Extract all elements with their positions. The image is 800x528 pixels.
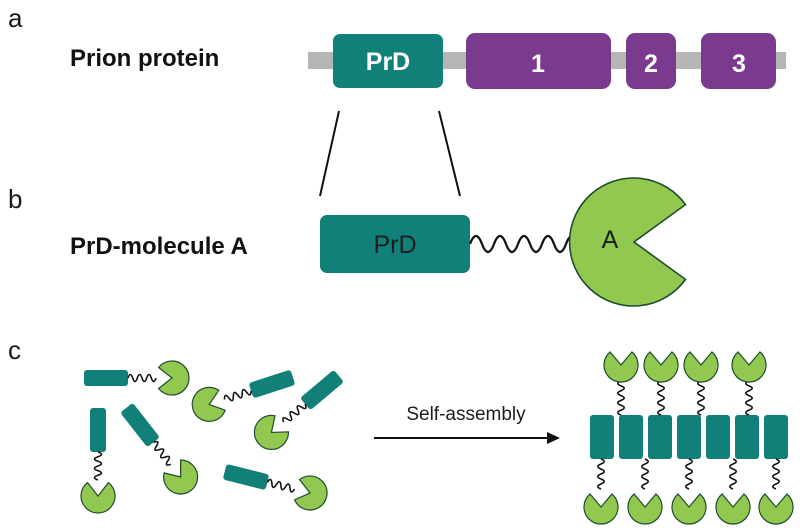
prd-block-small <box>249 370 295 398</box>
molecule-a-pacman-small <box>253 414 290 451</box>
fibril-spring-top <box>745 380 753 416</box>
fibril-prd-block <box>677 415 701 459</box>
domain-3 <box>701 33 776 89</box>
fibril-spring-bottom <box>597 458 605 490</box>
linker-spring-small <box>266 478 296 493</box>
unassembled-molecules <box>80 360 343 514</box>
domain-3-label: 3 <box>732 50 746 78</box>
domain-1 <box>466 33 611 89</box>
scattered-molecule-1 <box>84 360 190 396</box>
prd-block-small <box>121 403 159 447</box>
linker-spring-small <box>153 440 172 466</box>
fibril-pacman-bottom <box>583 493 619 525</box>
molecule-a-pacman-small <box>293 475 328 511</box>
fibril-pacman-bottom <box>758 493 794 525</box>
fibril-pacman-bottom <box>715 493 751 525</box>
molecule-a-pacman-small <box>191 386 226 422</box>
linker-spring-small <box>93 451 103 481</box>
prd-block-small <box>223 464 269 490</box>
self-assembly-label: Self-assembly <box>406 404 526 425</box>
molecule-a-pacman-small <box>163 459 199 495</box>
scattered-molecule-3 <box>121 403 199 495</box>
panel-c-letter: c <box>8 335 21 365</box>
fibril-top-molecule <box>683 351 719 416</box>
molecule-a-pacman-small <box>157 360 190 396</box>
fibril-pacman-top <box>683 351 719 383</box>
fibril-bottom-molecule <box>758 458 794 525</box>
molecule-a-pacman <box>568 177 687 307</box>
fibril-prd-block <box>590 415 614 459</box>
fibril-prd-block <box>706 415 730 459</box>
domain-2-label: 2 <box>644 50 658 78</box>
panel-a-letter: a <box>8 3 23 33</box>
scattered-molecule-2 <box>80 408 116 514</box>
fibril-prd-block <box>619 415 643 459</box>
zoom-line-right <box>438 110 461 197</box>
prd-molecule-a-label: PrD-molecule A <box>70 233 248 260</box>
panel-b-letter: b <box>8 184 22 214</box>
domain-2 <box>626 33 676 89</box>
linker-spring-small <box>127 373 157 383</box>
fibril-bottom-molecule <box>671 458 707 525</box>
fibril-pacman-top <box>731 351 767 383</box>
fibril-spring-bottom <box>641 458 649 490</box>
fibril-pacman-bottom <box>627 493 663 525</box>
prd-block-small <box>84 370 128 386</box>
fibril-prd-block <box>735 415 759 459</box>
fibril-pacman-bottom <box>671 493 707 525</box>
scattered-molecule-6 <box>223 464 328 511</box>
prd-domain <box>333 34 443 88</box>
zoom-line-left <box>319 110 340 197</box>
fibril-top-molecule <box>643 351 679 416</box>
assembly-arrowhead <box>547 432 560 444</box>
domain-1-label: 1 <box>531 50 545 78</box>
fibril-spring-top <box>657 380 665 416</box>
linker-spring-small <box>282 403 307 423</box>
fibril-pacman-top <box>643 351 679 383</box>
fibril-spring-bottom <box>772 458 780 490</box>
prd-block-small <box>90 408 106 452</box>
prd-block-small <box>301 370 343 410</box>
fibril-top-molecule <box>603 351 639 416</box>
fibril-spring-top <box>697 380 705 416</box>
fibril-spring-bottom <box>685 458 693 490</box>
scattered-molecule-5 <box>253 370 343 451</box>
prd-block-label: PrD <box>373 231 416 259</box>
molecule-a-label: A <box>602 226 619 254</box>
fibril-bottom-molecule <box>715 458 751 525</box>
scattered-molecule-4 <box>191 370 295 422</box>
prd-domain-label: PrD <box>366 48 410 76</box>
fibril-bottom-molecule <box>583 458 619 525</box>
molecule-a-pacman-small <box>80 481 116 514</box>
fibril-top-molecule <box>731 351 767 416</box>
assembled-fibril <box>583 351 794 525</box>
fibril-spring-top <box>617 380 625 416</box>
prd-block <box>320 215 470 273</box>
fibril-prd-block <box>648 415 672 459</box>
fibril-spring-bottom <box>729 458 737 490</box>
fibril-prd-block <box>764 415 788 459</box>
fibril-bottom-molecule <box>627 458 663 525</box>
linker-spring-small <box>223 388 252 402</box>
fibril-pacman-top <box>603 351 639 383</box>
prion-protein-label: Prion protein <box>70 45 219 72</box>
linker-spring <box>468 234 580 254</box>
